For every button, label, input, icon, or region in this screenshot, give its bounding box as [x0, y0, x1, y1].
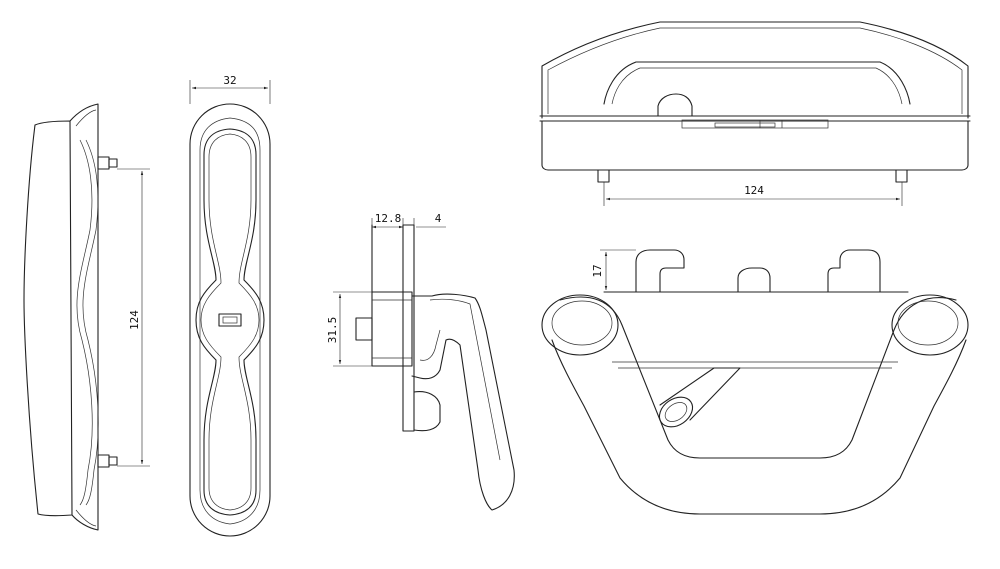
front-view: 32 — [189, 74, 271, 537]
dim-front-width: 32 — [223, 74, 236, 87]
dim-section-plate: 4 — [435, 212, 442, 225]
side-view: 124 — [23, 103, 150, 531]
dim-section-depth: 12.8 — [375, 212, 402, 225]
bottom-view: 17 — [541, 249, 969, 515]
section-view: 12.8 4 31.5 — [326, 212, 515, 511]
top-view: 124 — [539, 21, 971, 206]
dim-bottom-hook: 17 — [591, 264, 604, 277]
dim-section-offset: 31.5 — [326, 317, 339, 344]
dim-side-height: 124 — [128, 310, 141, 330]
dim-top-spacing: 124 — [744, 184, 764, 197]
